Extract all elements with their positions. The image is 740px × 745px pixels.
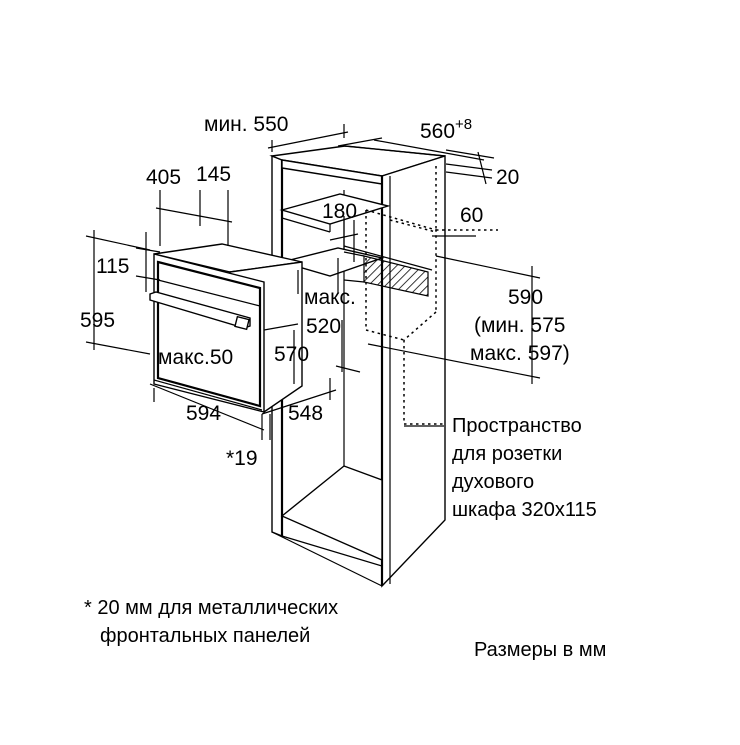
label-548: 548: [288, 402, 323, 425]
socket-space-note: Пространство для розетки духового шкафа …: [452, 415, 597, 521]
footnote-line: фронтальных панелей: [100, 625, 310, 647]
socket-note-line: для розетки: [452, 443, 562, 465]
oven: [149, 243, 303, 414]
units-note: Размеры в мм: [474, 639, 606, 661]
label-max: макс.: [304, 286, 356, 309]
dimension-lines: [85, 124, 541, 440]
label-max-597: макс. 597): [470, 342, 570, 365]
footnote-line: * 20 мм для металлических: [84, 597, 338, 619]
label-570: 570: [274, 343, 309, 366]
socket-space-outline: [365, 166, 498, 425]
label-115: 115: [96, 255, 129, 278]
footnote: * 20 мм для металлических фронтальных па…: [84, 597, 338, 647]
label-145: 145: [196, 163, 231, 186]
oven-door: [156, 260, 262, 408]
label-20: 20: [496, 166, 519, 189]
socket-note-line: шкафа 320x115: [452, 499, 597, 521]
label-max50: макс.50: [158, 346, 233, 369]
oven-front: [153, 253, 265, 413]
label-594: 594: [186, 402, 221, 425]
label-595: 595: [80, 309, 115, 332]
socket-note-line: духового: [452, 471, 534, 493]
label-star-19: *19: [226, 447, 258, 470]
label-180: 180: [322, 200, 357, 223]
cabinet: [269, 145, 446, 588]
socket-hatch: [363, 255, 429, 297]
label-405: 405: [146, 166, 181, 189]
oven-handle: [149, 291, 251, 329]
cabinet-bottom: [280, 465, 383, 562]
label-min-575: (мин. 575: [474, 314, 565, 337]
upper-shelf: [279, 193, 391, 225]
label-min-550: мин. 550: [204, 113, 288, 136]
socket-note-line: Пространство: [452, 415, 582, 437]
label-520: 520: [306, 315, 341, 338]
dimension-labels: мин. 550 560+8 20 180 60 405 145 115 595…: [80, 113, 570, 470]
label-560: 560+8: [420, 116, 472, 143]
label-590: 590: [508, 286, 543, 309]
label-60: 60: [460, 204, 483, 227]
